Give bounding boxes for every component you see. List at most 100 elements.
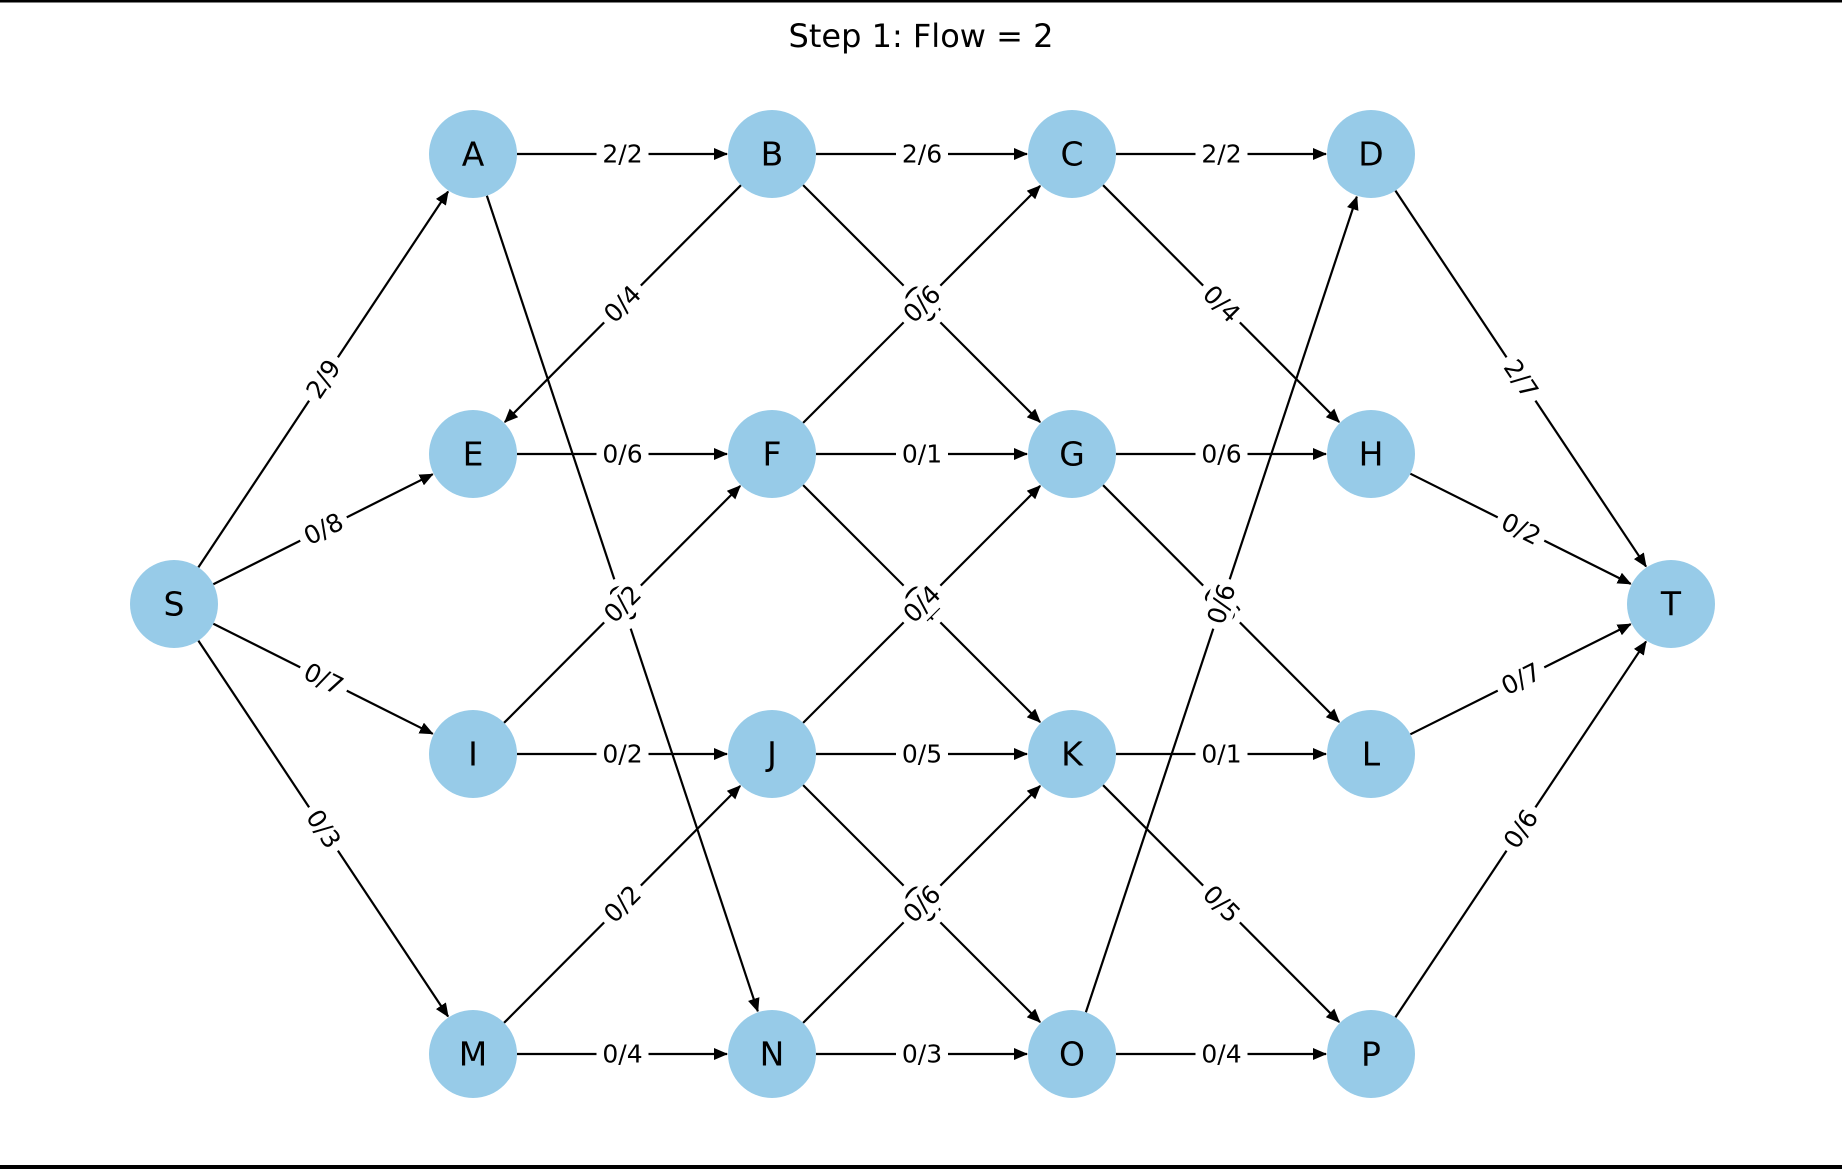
edge-label-background: [596, 1039, 649, 1069]
edge-label-S-M: 0/3: [296, 799, 351, 859]
edge-label-text: 2/6: [902, 140, 942, 169]
node-I: I: [429, 710, 517, 798]
edge-label-K-P: 0/5: [1192, 874, 1251, 934]
node-label: N: [760, 1035, 785, 1074]
edge-label-H-T: 0/2: [1491, 503, 1551, 555]
node-circle: [1627, 560, 1715, 648]
edge-label-background: [1199, 574, 1244, 634]
edge-label-text: 2/2: [602, 140, 642, 169]
edge-label-background: [896, 739, 948, 769]
node-label: F: [763, 435, 782, 474]
edge-labels-layer: 2/9 0/8 0/7 0/3 2/2 0/2 2/6 0/4 0/6 2/2 0/4 2/7 0/6 0…: [293, 139, 1551, 1069]
edge-label-C-D: 2/2: [1195, 139, 1248, 169]
node-label: A: [462, 135, 485, 174]
node-D: D: [1327, 110, 1415, 198]
edge-label-text: 0/1: [902, 440, 942, 469]
edge-label-background: [593, 574, 652, 634]
edge-label-background: [596, 439, 649, 469]
edge-label-S-I: 0/7: [293, 653, 354, 705]
node-label: J: [765, 735, 777, 774]
edge-label-background: [293, 503, 354, 555]
node-label: D: [1358, 135, 1383, 174]
edge-label-background: [893, 575, 951, 633]
edge-label-background: [1494, 799, 1548, 859]
edge-label-background: [1192, 274, 1251, 334]
node-label: O: [1059, 1035, 1085, 1074]
edge-label-background: [896, 439, 948, 469]
edge-label-text: 0/1: [1201, 740, 1241, 769]
node-T: T: [1627, 560, 1715, 648]
edge-label-background: [293, 653, 354, 705]
node-label: G: [1059, 435, 1085, 474]
node-circle: [728, 110, 816, 198]
node-circle: [728, 1010, 816, 1098]
edge-label-P-T: 0/6: [1494, 799, 1548, 859]
edge-label-text: 0/4: [602, 1040, 642, 1069]
node-circle: [728, 710, 816, 798]
node-label: T: [1660, 585, 1682, 624]
node-label: I: [468, 735, 478, 774]
node-circle: [130, 560, 218, 648]
edge-label-J-K: 0/5: [896, 739, 948, 769]
node-G: G: [1028, 410, 1116, 498]
edge-label-background: [893, 875, 951, 933]
node-K: K: [1028, 710, 1116, 798]
edge-label-text: 0/5: [902, 740, 942, 769]
edge-label-background: [1195, 439, 1248, 469]
node-circle: [1028, 710, 1116, 798]
edge-label-text: 0/6: [1201, 440, 1241, 469]
edge-label-background: [296, 349, 351, 409]
node-E: E: [429, 410, 517, 498]
edge-label-O-P: 0/4: [1195, 1039, 1248, 1069]
edge-label-background: [1195, 739, 1248, 769]
edge-label-N-O: 0/3: [896, 1039, 948, 1069]
edge-label-M-N: 0/4: [596, 1039, 649, 1069]
edge-label-background: [1494, 349, 1548, 409]
node-label: E: [463, 435, 484, 474]
node-circle: [1028, 410, 1116, 498]
edge-label-E-F: 0/6: [596, 439, 649, 469]
edge-label-background: [896, 139, 948, 169]
node-C: C: [1028, 110, 1116, 198]
edge-label-background: [1491, 653, 1551, 705]
edge-label-text: 2/2: [1201, 140, 1241, 169]
node-label: B: [761, 135, 784, 174]
edge-label-D-T: 2/7: [1494, 349, 1548, 409]
node-circle: [728, 410, 816, 498]
node-A: A: [429, 110, 517, 198]
node-label: L: [1362, 735, 1381, 774]
node-N: N: [728, 1010, 816, 1098]
node-circle: [429, 410, 517, 498]
edge-label-S-E: 0/8: [293, 503, 354, 555]
edge-label-background: [1192, 874, 1251, 934]
node-circle: [1327, 710, 1415, 798]
node-circle: [429, 1010, 517, 1098]
node-circle: [1327, 410, 1415, 498]
node-B: B: [728, 110, 816, 198]
node-circle: [429, 110, 517, 198]
diagram-title: Step 1: Flow = 2: [789, 17, 1054, 55]
node-label: K: [1061, 735, 1084, 774]
edge-label-background: [1195, 139, 1248, 169]
node-J: J: [728, 710, 816, 798]
node-label: M: [459, 1035, 487, 1074]
edge-label-background: [593, 274, 652, 334]
edge-label-K-L: 0/1: [1195, 739, 1248, 769]
edge-label-A-B: 2/2: [596, 139, 649, 169]
node-label: C: [1060, 135, 1083, 174]
edge-label-background: [296, 799, 351, 859]
edge-label-S-A: 2/9: [296, 349, 351, 409]
node-circle: [1327, 1010, 1415, 1098]
node-circle: [429, 710, 517, 798]
edge-label-I-J: 0/2: [596, 739, 649, 769]
node-S: S: [130, 560, 218, 648]
edge-label-text: 0/4: [1201, 1040, 1241, 1069]
node-label: S: [164, 585, 185, 624]
node-M: M: [429, 1010, 517, 1098]
edge-label-B-C: 2/6: [896, 139, 948, 169]
node-circle: [1327, 110, 1415, 198]
edge-label-background: [593, 874, 652, 934]
node-P: P: [1327, 1010, 1415, 1098]
